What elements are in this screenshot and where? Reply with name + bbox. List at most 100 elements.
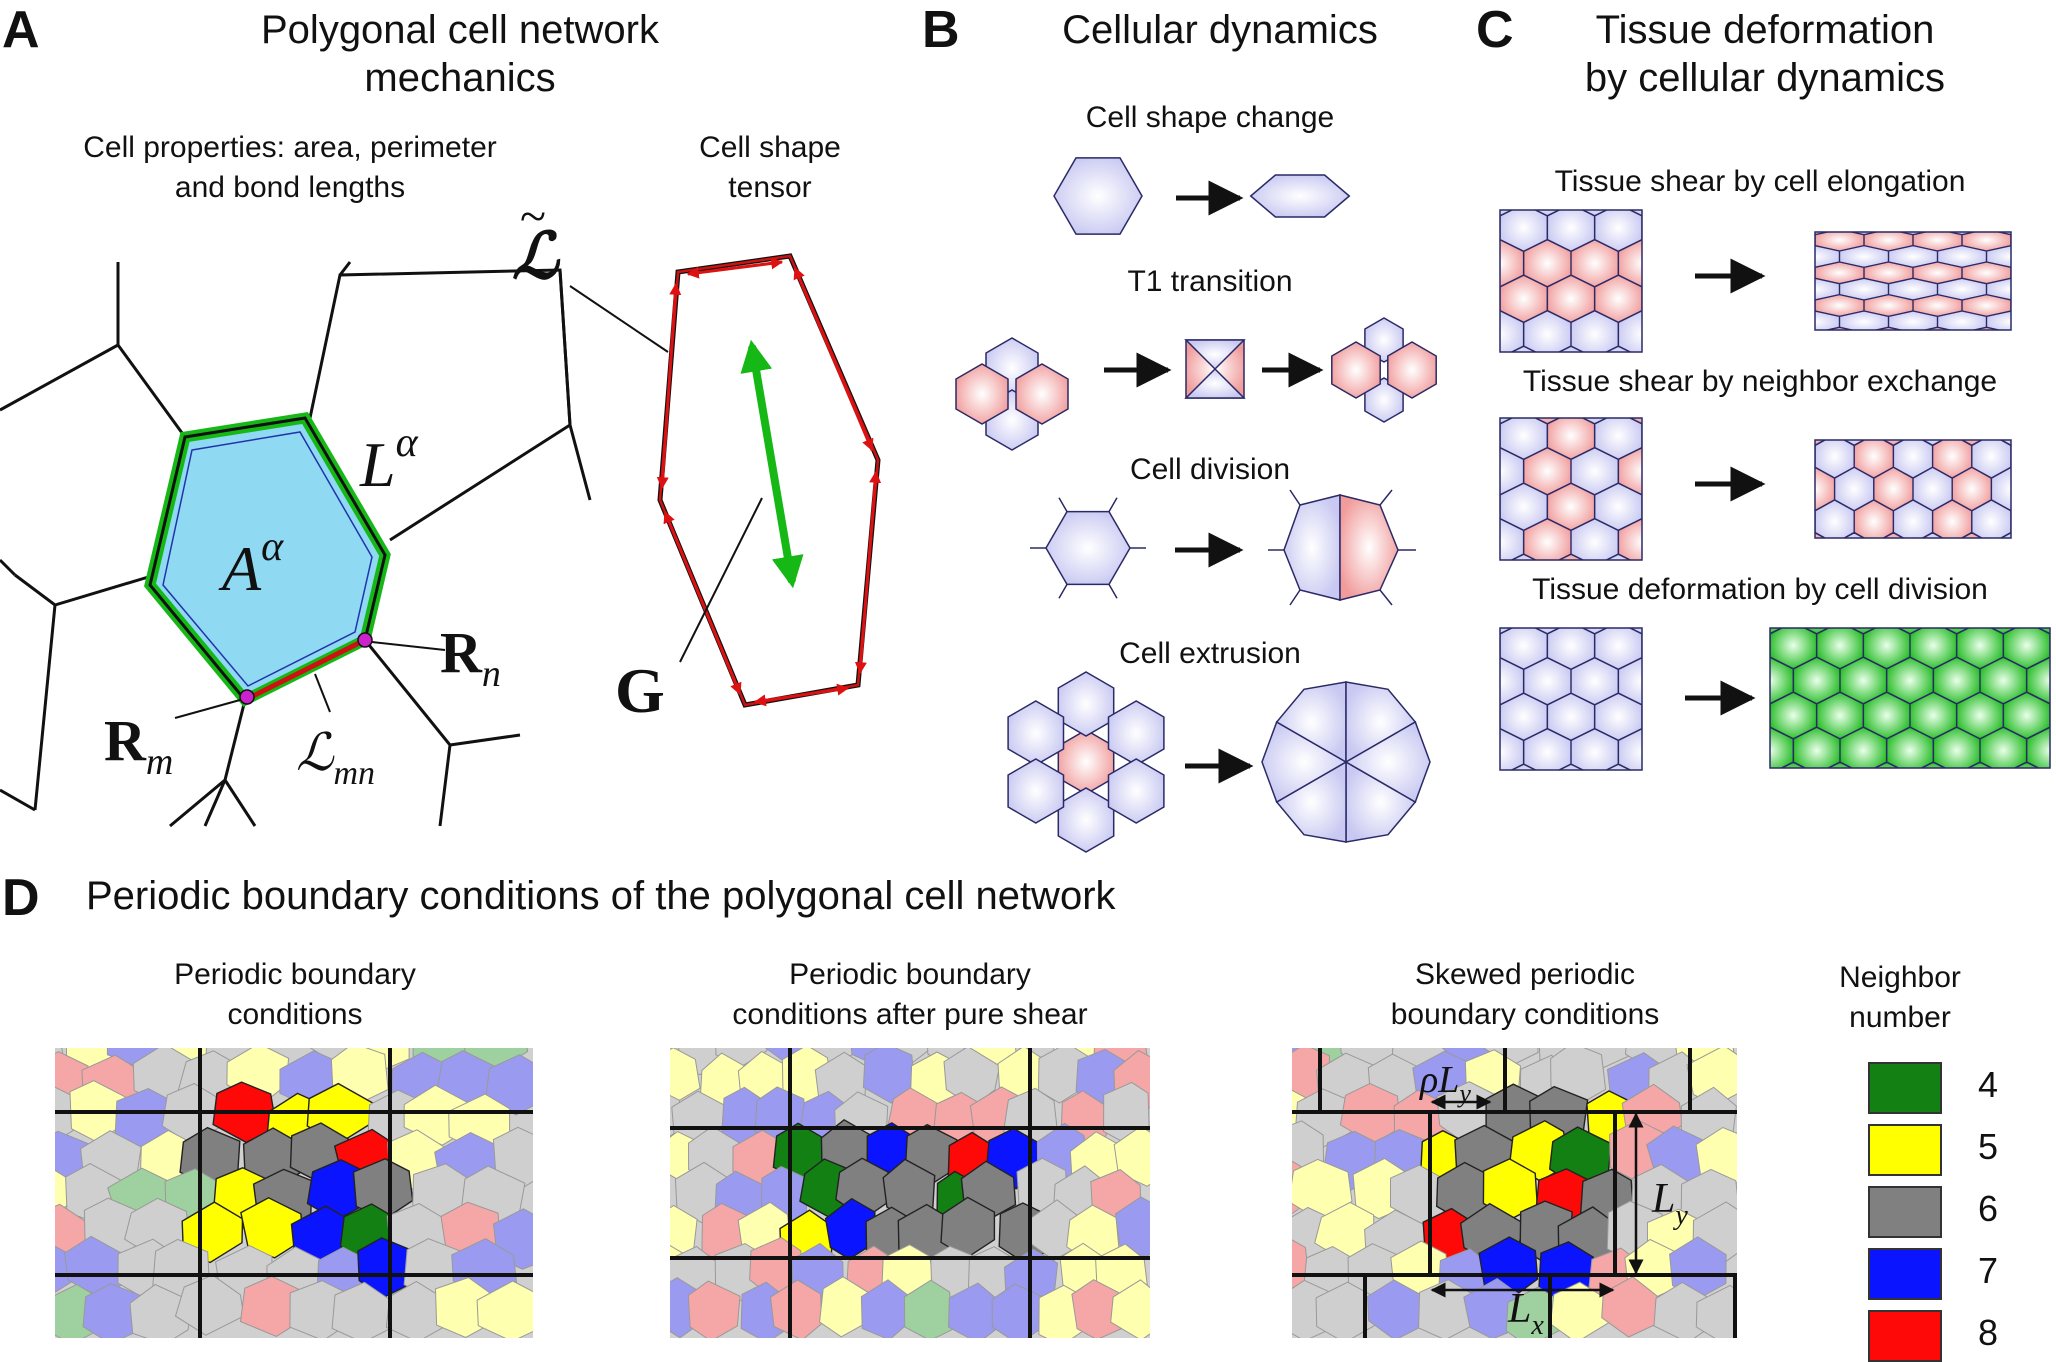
tissue-cell xyxy=(1766,229,1815,251)
division-neighbor-bond xyxy=(1059,584,1067,598)
tissue-before-elongation xyxy=(1453,169,1713,393)
tissue-cell xyxy=(1666,587,1713,634)
label-leader-rn xyxy=(372,642,445,650)
tissue-cell xyxy=(1840,587,1886,633)
tissue-cell xyxy=(1642,275,1689,322)
tissue-cells xyxy=(1453,587,1713,811)
tissue-cell xyxy=(1524,587,1571,634)
tissue-cell xyxy=(1666,311,1713,358)
extrusion-neighbor-cell xyxy=(1008,759,1063,823)
network-bond xyxy=(15,575,155,605)
tissue-cell xyxy=(1571,587,1618,634)
tissue-cell xyxy=(2031,467,2056,510)
vertex-rm xyxy=(240,690,254,704)
tissue-cell xyxy=(1571,377,1618,424)
tissue-cell xyxy=(1666,169,1713,216)
network-bond xyxy=(170,700,245,826)
edge-vector xyxy=(860,472,876,673)
tissue-cell xyxy=(1453,554,1500,601)
network-bond xyxy=(0,560,15,575)
tissue-cell xyxy=(1766,262,1815,284)
label-rn: Rn xyxy=(440,620,501,695)
label-leader-rm xyxy=(175,700,240,718)
network-bond xyxy=(118,262,185,437)
tissue-cells xyxy=(1724,587,2056,808)
network-bond xyxy=(450,735,520,745)
tissue-cell xyxy=(1524,169,1571,216)
tissue-cell xyxy=(2011,262,2056,284)
label-rm: Rm xyxy=(104,708,173,783)
tissue-cell xyxy=(1666,377,1713,424)
tissue-cell xyxy=(2050,762,2056,808)
edge-vector xyxy=(755,688,848,702)
division-neighbor-bond xyxy=(1380,490,1392,505)
network-bond xyxy=(35,605,55,810)
tissue-cell xyxy=(1666,448,1713,495)
voronoi-tiling xyxy=(628,1005,1171,1346)
extrusion-neighbor-cell xyxy=(1058,672,1113,736)
tissue-cell xyxy=(1477,169,1524,216)
tissue-after-division xyxy=(1724,587,2056,808)
tissue-cell xyxy=(1642,554,1689,601)
tissue-cell xyxy=(1980,587,2026,633)
tissue-cell xyxy=(2011,435,2050,478)
division-neighbor-bond xyxy=(1290,490,1300,505)
tissue-cell xyxy=(2050,692,2056,738)
tissue-cell xyxy=(1595,554,1642,601)
tissue-cell xyxy=(2004,762,2050,808)
cell-after-shape-change xyxy=(1251,175,1350,217)
tissue-cell xyxy=(1453,483,1500,530)
tissue-cell xyxy=(2011,229,2056,251)
tissue-cell xyxy=(1913,402,1952,445)
tissue-cell xyxy=(1796,533,1835,576)
label-tilde-mark: ~ xyxy=(520,190,546,243)
label-perimeter: Lα xyxy=(359,420,419,500)
tissue-cells xyxy=(1766,213,2056,349)
tissue-cells xyxy=(1453,377,1713,601)
tissue-cell xyxy=(2011,500,2050,543)
tissue-cell xyxy=(1776,435,1815,478)
tissue-cell xyxy=(1453,622,1500,669)
tissue-cell xyxy=(1666,240,1713,287)
tissue-cell xyxy=(1724,622,1770,668)
tissue-cell xyxy=(1835,402,1874,445)
tissue-cell xyxy=(1548,554,1595,601)
tissue-cell xyxy=(1642,412,1689,459)
t1-transition-group xyxy=(956,338,1068,450)
tissue-cell xyxy=(1619,587,1666,634)
tissue-cell xyxy=(1913,533,1952,576)
tissue-cell xyxy=(1453,764,1500,811)
pbc-shear-network xyxy=(628,1005,1171,1346)
tissue-cell xyxy=(1571,169,1618,216)
tissue-deformation-diagrams xyxy=(1453,169,2056,811)
tissue-cell xyxy=(1453,346,1500,393)
daughter-cell-right xyxy=(1340,495,1398,600)
label-lmn: ℒmn xyxy=(296,725,375,792)
network-bond xyxy=(0,790,35,810)
tissue-cell xyxy=(1524,377,1571,424)
tissue-cell xyxy=(1477,377,1524,424)
tissue-cell xyxy=(2036,213,2056,235)
edge-vector xyxy=(795,268,872,450)
extrusion-neighbor-cell xyxy=(1109,701,1164,765)
tissue-cell xyxy=(1952,533,1991,576)
tissue-cell xyxy=(1666,729,1713,776)
network-bond xyxy=(570,425,590,500)
tissue-cell xyxy=(2050,622,2056,668)
tissue-cell xyxy=(2031,533,2056,576)
tissue-cell xyxy=(1642,204,1689,251)
division-neighbor-bond xyxy=(1290,590,1300,605)
tissue-cell xyxy=(1666,519,1713,566)
tissue-cell xyxy=(1595,764,1642,811)
tissue-cells xyxy=(1776,402,2056,576)
extrusion-neighbor-cell xyxy=(1058,788,1113,852)
tissue-cell xyxy=(1796,402,1835,445)
network-bond xyxy=(365,640,450,826)
edge-vector xyxy=(662,284,676,488)
tissue-cell xyxy=(1453,275,1500,322)
tissue-cell xyxy=(1500,554,1547,601)
tissue-cell xyxy=(1453,693,1500,740)
tissue-cell xyxy=(1642,483,1689,530)
tissue-cell xyxy=(1874,533,1913,576)
tissue-cell xyxy=(1548,764,1595,811)
